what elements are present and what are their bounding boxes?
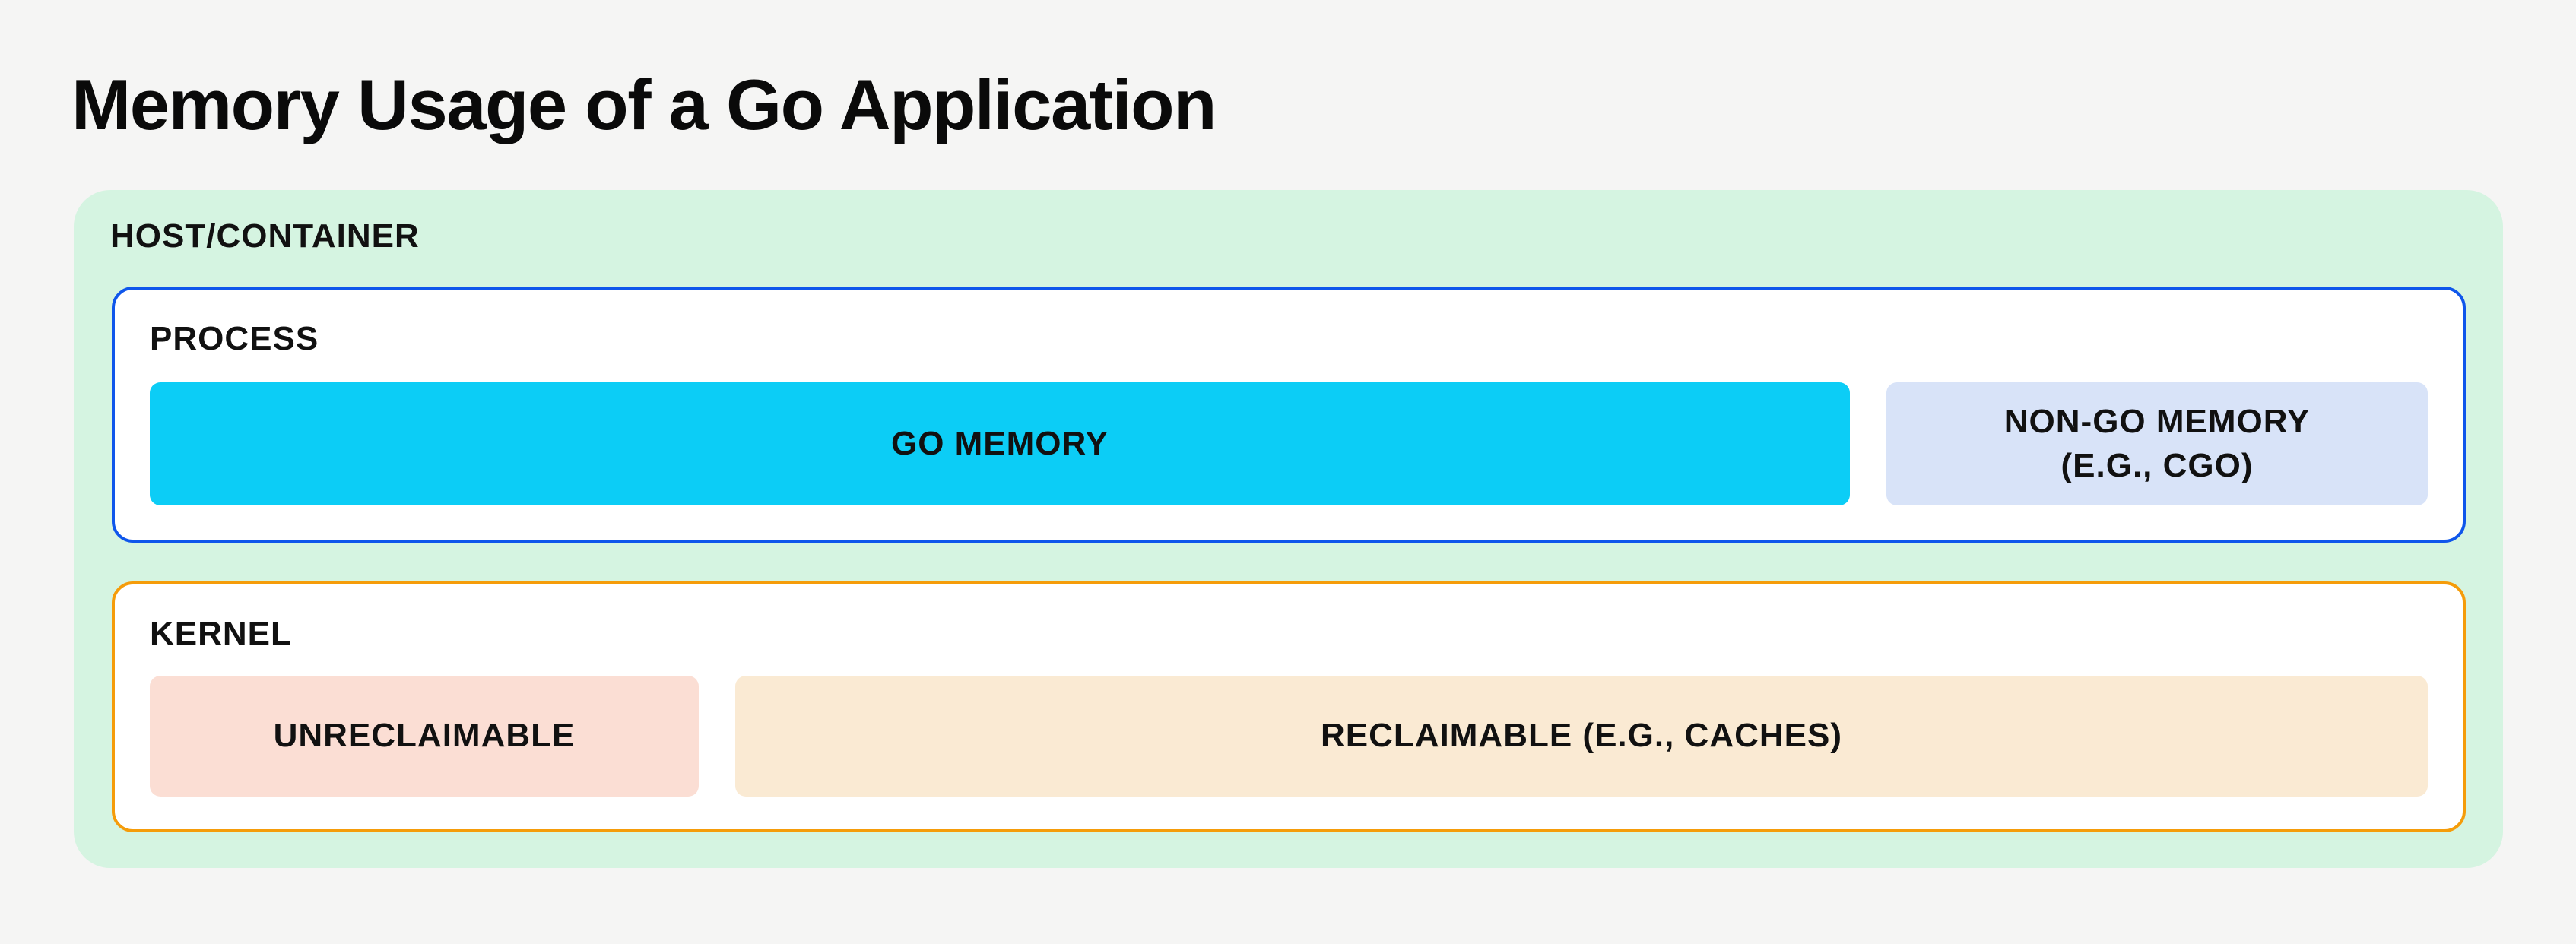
process-box: PROCESS GO MEMORY NON-GO MEMORY (E.G., C…: [112, 287, 2466, 543]
go-memory-block: GO MEMORY: [150, 382, 1850, 505]
non-go-memory-block: NON-GO MEMORY (E.G., CGO): [1886, 382, 2428, 505]
host-container-box: HOST/CONTAINER PROCESS GO MEMORY NON-GO …: [74, 190, 2503, 868]
process-bar-row: GO MEMORY NON-GO MEMORY (E.G., CGO): [150, 382, 2428, 505]
process-label: PROCESS: [150, 320, 319, 357]
page-title: Memory Usage of a Go Application: [71, 65, 1217, 144]
kernel-box: KERNEL UNRECLAIMABLE RECLAIMABLE (E.G., …: [112, 581, 2466, 832]
kernel-bar-row: UNRECLAIMABLE RECLAIMABLE (E.G., CACHES): [150, 676, 2428, 797]
kernel-label: KERNEL: [150, 615, 292, 652]
unreclaimable-block: UNRECLAIMABLE: [150, 676, 699, 797]
reclaimable-block: RECLAIMABLE (E.G., CACHES): [735, 676, 2428, 797]
host-container-label: HOST/CONTAINER: [110, 217, 420, 255]
